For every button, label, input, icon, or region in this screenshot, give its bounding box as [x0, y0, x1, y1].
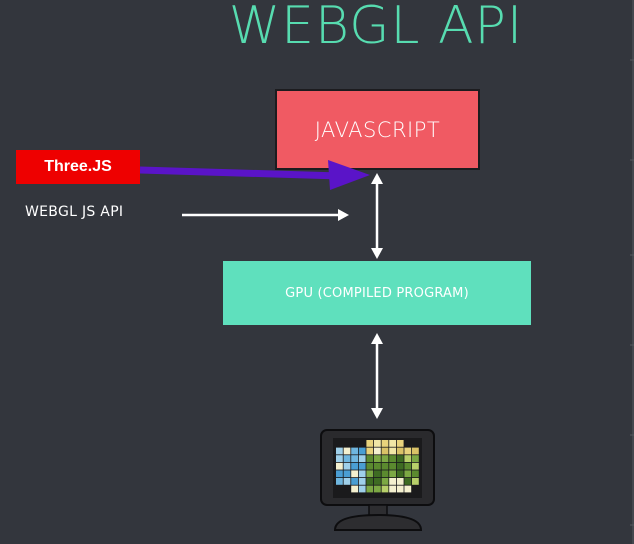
monitor-pixel — [381, 470, 389, 478]
monitor-pixel — [358, 455, 366, 462]
monitor-pixel — [381, 485, 389, 493]
monitor-pixel — [351, 470, 358, 478]
monitor-pixel — [366, 440, 374, 447]
monitor-pixel — [389, 478, 396, 485]
monitor-pixel — [358, 485, 366, 493]
monitor-pixel — [374, 440, 381, 447]
monitor-pixel — [396, 462, 404, 470]
monitor-pixel — [404, 478, 412, 485]
monitor-pixel — [396, 455, 404, 462]
monitor-pixel — [366, 447, 374, 455]
monitor-pixel — [351, 455, 358, 462]
monitor-pixel — [389, 485, 396, 493]
gpu-monitor-double-arrow — [371, 333, 383, 419]
monitor-pixel — [381, 440, 389, 447]
monitor-pixel — [381, 478, 389, 485]
monitor-pixel — [412, 455, 419, 462]
monitor-pixel — [404, 447, 412, 455]
page-title: WEBGL API — [228, 0, 524, 56]
monitor-pixel — [351, 485, 358, 493]
monitor-pixel — [358, 462, 366, 470]
monitor-pixel — [381, 447, 389, 455]
monitor-pixel — [404, 470, 412, 478]
js-gpu-double-arrow — [371, 173, 383, 259]
monitor-pixel — [358, 478, 366, 485]
threejs-label: Three.JS — [44, 158, 112, 175]
monitor-pixel — [374, 485, 381, 493]
monitor-pixel — [412, 478, 419, 485]
monitor-pixel — [374, 455, 381, 462]
monitor-pixel — [412, 447, 419, 455]
monitor-pixel — [343, 462, 351, 470]
monitor-pixel — [358, 470, 366, 478]
monitor-pixel — [396, 478, 404, 485]
gpu-label: GPU (COMPILED PROGRAM) — [285, 285, 469, 301]
monitor-pixel — [343, 470, 351, 478]
monitor-pixel — [381, 462, 389, 470]
monitor-pixel — [351, 462, 358, 470]
monitor-pixel — [374, 470, 381, 478]
monitor-pixel — [366, 470, 374, 478]
webgl-js-api-label: WEBGL JS API — [25, 204, 124, 220]
monitor-pixel — [366, 462, 374, 470]
monitor-pixel — [404, 462, 412, 470]
monitor-pixel — [343, 478, 351, 485]
monitor-pixel — [412, 470, 419, 478]
threejs-tag: Three.JS — [16, 150, 140, 184]
gpu-box: GPU (COMPILED PROGRAM) — [223, 261, 531, 325]
monitor-pixel — [404, 455, 412, 462]
monitor-pixel — [351, 447, 358, 455]
monitor-pixel — [351, 478, 358, 485]
monitor-pixel — [381, 455, 389, 462]
monitor-pixel — [396, 470, 404, 478]
webgl-api-arrow — [182, 209, 349, 221]
monitor-pixel — [366, 478, 374, 485]
monitor-pixel — [336, 447, 343, 455]
threejs-arrow — [139, 160, 370, 190]
monitor-pixel — [404, 485, 412, 493]
monitor-pixel — [366, 485, 374, 493]
edge-divider — [630, 0, 634, 544]
monitor-pixel — [396, 440, 404, 447]
monitor-pixel — [336, 455, 343, 462]
monitor-pixel — [389, 470, 396, 478]
monitor-pixel — [389, 447, 396, 455]
monitor-pixel — [396, 485, 404, 493]
monitor-pixel — [343, 455, 351, 462]
monitor-pixel — [374, 478, 381, 485]
monitor-pixel — [336, 478, 343, 485]
javascript-label: JAVASCRIPT — [314, 117, 441, 142]
monitor-pixel — [336, 462, 343, 470]
monitor-pixel — [358, 447, 366, 455]
javascript-box: JAVASCRIPT — [275, 89, 480, 170]
monitor-icon — [320, 429, 435, 531]
monitor-pixel — [389, 455, 396, 462]
monitor-pixel — [396, 447, 404, 455]
monitor-pixel — [366, 455, 374, 462]
monitor-pixel — [389, 462, 396, 470]
monitor-pixel — [412, 462, 419, 470]
monitor-pixel — [389, 440, 396, 447]
monitor-pixel — [336, 470, 343, 478]
monitor-pixel — [343, 447, 351, 455]
monitor-pixel — [374, 462, 381, 470]
monitor-pixel — [374, 447, 381, 455]
